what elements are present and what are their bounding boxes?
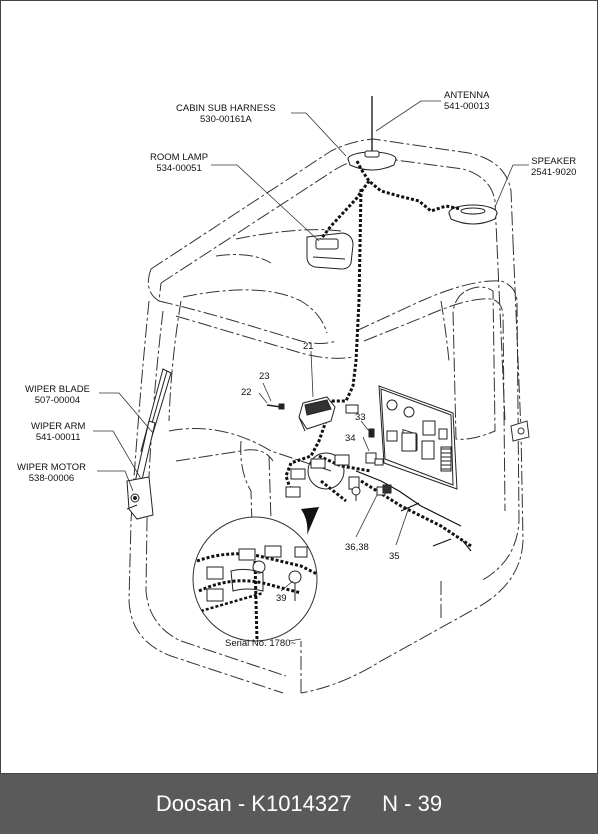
wiper-motor-label: WIPER MOTOR 538-00006 bbox=[17, 462, 86, 484]
antenna-part bbox=[347, 96, 397, 171]
item-number-22: 22 bbox=[241, 387, 252, 398]
item-number-33: 33 bbox=[355, 412, 366, 423]
footer-text: Doosan - K1014327 N - 39 bbox=[155, 791, 443, 816]
item-number-35: 35 bbox=[389, 551, 400, 562]
cabin-electrical-diagram bbox=[93, 96, 530, 694]
control-panel bbox=[378, 385, 458, 490]
wiper-assembly bbox=[126, 368, 172, 520]
antenna-part-number: 541-00013 bbox=[444, 101, 490, 112]
speaker-part-number: 2541-9020 bbox=[531, 167, 577, 178]
connector-cluster bbox=[285, 452, 392, 501]
drawing-frame: ANTENNA 541-00013 CABIN SUB HARNESS 530-… bbox=[0, 0, 598, 774]
speaker-part bbox=[448, 204, 498, 225]
cabin-sub-harness-name: CABIN SUB HARNESS bbox=[176, 103, 276, 114]
connectors-33-34 bbox=[345, 404, 384, 466]
antenna-label: ANTENNA 541-00013 bbox=[444, 90, 489, 112]
item-number-23: 23 bbox=[259, 371, 270, 382]
item-number-21: 21 bbox=[303, 341, 314, 352]
serial-number-note: Serial No. 1780~ bbox=[225, 638, 297, 649]
wiper-arm-part-number: 541-00011 bbox=[35, 432, 81, 443]
wiper-arm-label: WIPER ARM 541-00011 bbox=[31, 421, 85, 443]
screw-22-23 bbox=[266, 403, 285, 410]
leader-lines bbox=[93, 100, 529, 642]
room-lamp-name: ROOM LAMP bbox=[150, 152, 209, 163]
item-number-36-38: 36,38 bbox=[345, 542, 369, 553]
wiper-arm-name: WIPER ARM bbox=[31, 421, 86, 432]
detail-arrow bbox=[301, 507, 319, 535]
wiper-blade-part-number: 507-00004 bbox=[34, 395, 81, 406]
wiper-motor-part-number: 538-00006 bbox=[28, 473, 75, 484]
antenna-name: ANTENNA bbox=[444, 90, 490, 101]
wiper-blade-label: WIPER BLADE 507-00004 bbox=[25, 384, 90, 406]
harness-lower-branches bbox=[355, 470, 472, 552]
item-number-39: 39 bbox=[276, 593, 287, 604]
side-bracket bbox=[510, 420, 530, 442]
cabin-sub-harness-part-number: 530-00161A bbox=[200, 114, 252, 125]
detail-view bbox=[192, 516, 318, 642]
wiper-blade-name: WIPER BLADE bbox=[25, 384, 90, 395]
room-lamp-part bbox=[306, 232, 354, 270]
speaker-name: SPEAKER bbox=[531, 156, 577, 167]
room-lamp-label: ROOM LAMP 534-00051 bbox=[150, 152, 208, 174]
speaker-label: SPEAKER 2541-9020 bbox=[531, 156, 576, 178]
cabin-sub-harness-label: CABIN SUB HARNESS 530-00161A bbox=[176, 103, 276, 125]
cabin-sub-harness-wiring bbox=[284, 160, 472, 548]
room-lamp-part-number: 534-00051 bbox=[156, 163, 202, 174]
wiper-motor-name: WIPER MOTOR bbox=[17, 462, 86, 473]
item-number-34: 34 bbox=[345, 433, 356, 444]
module-21 bbox=[298, 396, 336, 432]
footer-bar: Doosan - K1014327 N - 39 bbox=[0, 774, 598, 834]
